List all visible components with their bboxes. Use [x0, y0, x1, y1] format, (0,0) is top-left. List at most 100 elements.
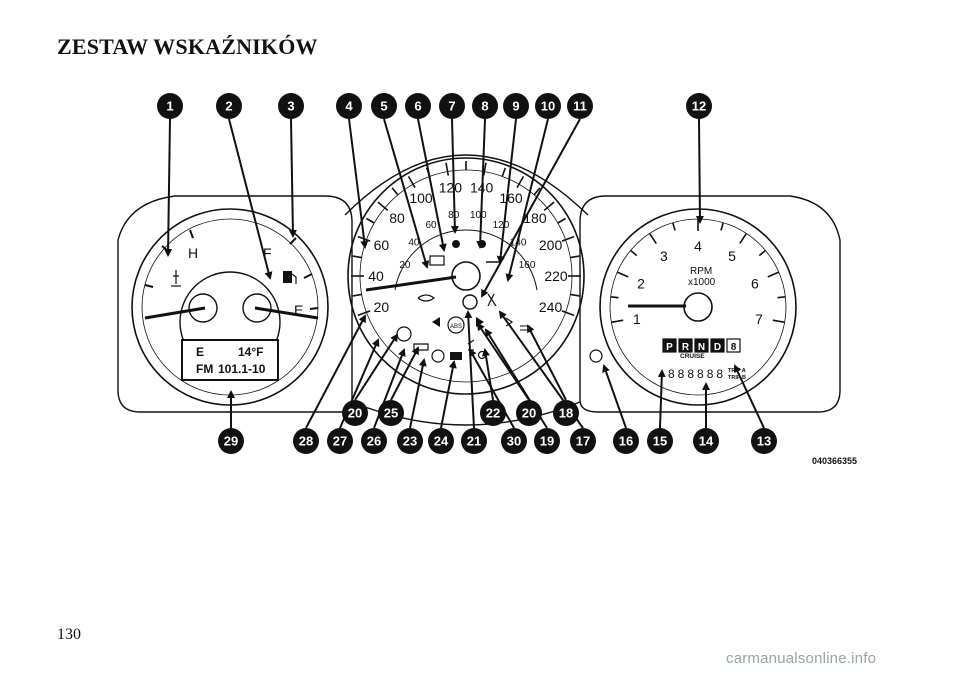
callout-circle: [428, 428, 454, 454]
battery-icon: [429, 255, 445, 266]
vehicle-icon: [450, 352, 462, 360]
speed-tick: [516, 176, 525, 189]
speed-outer-label: 200: [539, 237, 563, 253]
fuel-empty-label: E: [294, 302, 303, 318]
leader-line: [164, 118, 173, 257]
callout-circle: [480, 400, 506, 426]
left-gauge: H F E E 14°F FM 101.1-10: [131, 208, 329, 406]
page-title: ZESTAW WSKAŹNIKÓW: [57, 34, 318, 59]
callout-circle: [218, 428, 244, 454]
gear-box: [662, 338, 677, 353]
callout-circle: [693, 428, 719, 454]
callout-circle: [405, 93, 431, 119]
speed-needle: [365, 275, 457, 292]
leader-line: [348, 118, 369, 249]
callout-number: 17: [576, 434, 590, 449]
leader-line: [602, 364, 627, 429]
callout-number: 19: [540, 434, 554, 449]
gear-letter: R: [682, 342, 690, 353]
callout-number: 28: [299, 434, 313, 449]
gear-letter: P: [666, 342, 673, 353]
speed-tick: [561, 310, 575, 317]
callout-number: 27: [333, 434, 347, 449]
callout-circle: [342, 400, 368, 426]
speed-inner-label: 60: [426, 220, 438, 231]
speed-tick: [352, 293, 362, 297]
speed-inner-label: 120: [493, 220, 510, 231]
rpm-tick: [671, 222, 676, 231]
leader-line: [305, 314, 366, 429]
callout-number: 23: [403, 434, 417, 449]
speed-outer-label: 100: [409, 190, 433, 206]
callout-circle: [503, 93, 529, 119]
callout-circle: [567, 93, 593, 119]
leader-line: [481, 348, 494, 401]
speed-tick: [352, 255, 362, 259]
airbag-icon: [452, 240, 460, 248]
callout-number: 3: [287, 99, 294, 114]
speed-tick: [366, 217, 375, 224]
leader-line: [417, 118, 447, 252]
rpm-number-label: 3: [660, 248, 668, 264]
figure-code: 040366355: [812, 456, 858, 466]
callout-circle: [336, 93, 362, 119]
speed-tick: [543, 201, 555, 212]
speed-outer-label: 20: [374, 299, 390, 315]
leader-line: [657, 369, 666, 429]
rpm-tick: [720, 222, 725, 231]
traction-control-icon: [487, 293, 497, 307]
speed-tick: [561, 235, 575, 242]
rpm-tick: [772, 319, 785, 324]
rpm-number-label: 5: [728, 248, 736, 264]
speed-tick: [533, 187, 541, 196]
engine-icon: [413, 343, 429, 351]
speed-outer-label: 240: [539, 299, 563, 315]
callout-number: 13: [757, 434, 771, 449]
callout-number: 25: [384, 406, 398, 421]
rpm-tick: [648, 233, 657, 244]
callout-number: 11: [573, 99, 587, 114]
speed-outer-label: 180: [523, 210, 547, 226]
callout-number: 15: [653, 434, 667, 449]
speed-inner-label: 20: [399, 260, 411, 271]
gear-box: [678, 338, 693, 353]
callout-number: 21: [467, 434, 481, 449]
callout-circle: [613, 428, 639, 454]
rpm-unit: x1000: [688, 277, 716, 288]
check-engine-icon: [396, 326, 412, 342]
speed-tick: [557, 217, 566, 224]
lcd-compass: E: [196, 345, 204, 359]
callout-number: 22: [486, 406, 500, 421]
page-number: 130: [57, 626, 81, 643]
leader-line: [505, 118, 549, 282]
callout-number: 5: [380, 99, 387, 114]
speed-outer-label: 220: [544, 268, 568, 284]
callout-circle: [461, 428, 487, 454]
gear-box: [726, 338, 741, 353]
speed-tick: [377, 201, 389, 212]
callout-number: 6: [414, 99, 421, 114]
gear-letter: 8: [731, 342, 737, 353]
speed-outer-label: 40: [368, 268, 384, 284]
callout-number: 12: [692, 99, 706, 114]
callout-number: 20: [348, 406, 362, 421]
callout-circle: [472, 93, 498, 119]
rpm-number-label: 6: [751, 275, 759, 291]
callout-number: 30: [507, 434, 521, 449]
callout-circle: [686, 93, 712, 119]
callout-circle: [570, 428, 596, 454]
speed-inner-label: 40: [408, 237, 420, 248]
speed-tick: [391, 187, 399, 196]
callout-circle: [278, 93, 304, 119]
leader-lines: [164, 118, 765, 429]
callout-circle: [327, 428, 353, 454]
leader-line: [409, 358, 427, 429]
leader-line: [469, 348, 515, 429]
callout-number: 29: [224, 434, 238, 449]
speed-tick: [407, 176, 416, 189]
gear-box: [710, 338, 725, 353]
speed-tick: [482, 162, 487, 176]
